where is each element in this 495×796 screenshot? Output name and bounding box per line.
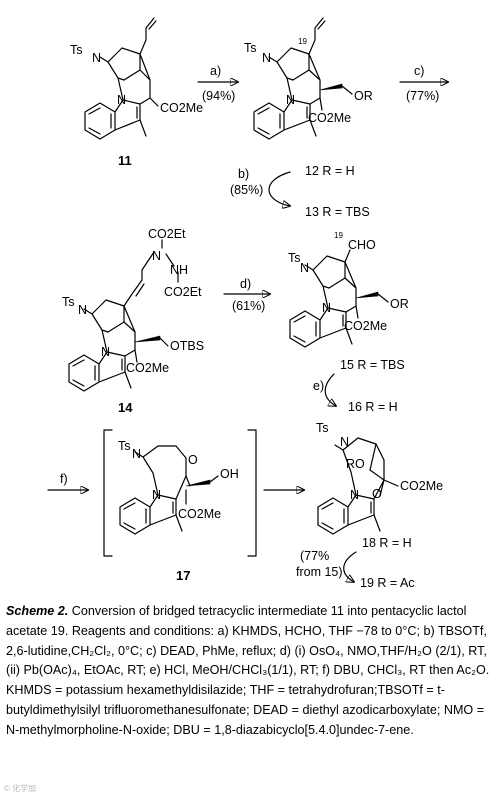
step-f-label: f) [60,472,68,486]
step-a-label: a) [210,64,221,78]
oh-label: OH [220,467,239,481]
n-label: N [340,435,349,449]
o-label: O [372,487,382,501]
n-indole-label: N [117,93,126,107]
product-15: 15 R = TBS [340,358,405,372]
compound-14: Ts N N CO2Et N NH CO2Et OTBS CO2Me 14 [62,227,204,415]
ro-label: RO [346,457,365,471]
step-c-yield: (77%) [406,89,439,103]
reaction-scheme: Ts N N CO2Me 11 a) (94%) Ts N 19 N OR CO… [47,17,495,590]
arrow-step-e [324,373,336,406]
yield-18-19-line2: from 15) [296,565,343,579]
n-label: N [78,303,87,317]
product-16: 16 R = H [348,400,398,414]
watermark-text: © 化学加 [4,784,37,793]
compound-label-11: 11 [118,153,132,168]
bracket-left [103,429,113,557]
step-b-label: b) [238,167,249,181]
step-a-yield: (94%) [202,89,235,103]
compound-18-19: Ts N RO N O CO2Me [316,421,443,535]
step-d-label: d) [240,277,251,291]
n-indole-label: N [286,93,295,107]
product-18: 18 R = H [362,536,412,550]
scheme-caption: Scheme 2. Conversion of bridged tetracyc… [6,602,490,741]
bracket-right [247,429,257,557]
ester-label: CO2Me [400,479,443,493]
arrow-step-b [268,171,290,206]
co2et-bottom-label: CO2Et [164,285,202,299]
step-e-label: e) [313,379,324,393]
caption-title: Scheme 2. [6,604,69,618]
ester-label: CO2Me [160,101,203,115]
n-indole-label: N [350,488,359,502]
n-label: N [132,447,141,461]
compound-11: Ts N N CO2Me 11 [70,17,203,168]
n-indole-label: N [101,345,110,359]
ts-label: Ts [316,421,329,435]
ts-label: Ts [244,41,257,55]
or-label: OR [354,89,373,103]
caption-text: Conversion of bridged tetracyclic interm… [6,604,490,737]
c19-label: 19 [334,231,343,240]
ts-label: Ts [288,251,301,265]
arrow-step-18-19 [343,551,357,582]
step-b-yield: (85%) [230,183,263,197]
ester-label: CO2Me [126,361,169,375]
compound-label-17: 17 [176,568,190,583]
ts-label: Ts [118,439,131,453]
otbs-label: OTBS [170,339,204,353]
ester-label: CO2Me [178,507,221,521]
product-12: 12 R = H [305,164,355,178]
n-label: N [262,51,271,65]
compound-label-14: 14 [118,400,133,415]
cho-label: CHO [348,238,376,252]
o-label: O [188,453,198,467]
ts-label: Ts [70,43,83,57]
product-19: 19 R = Ac [360,576,415,590]
n-label: N [92,51,101,65]
step-c-label: c) [414,64,424,78]
compound-17: Ts N N O OH CO2Me 17 [118,439,239,583]
ester-label: CO2Me [344,319,387,333]
or-label: OR [390,297,409,311]
n-indole-label: N [322,301,331,315]
n-label: N [300,261,309,275]
compound-12-13: Ts N 19 N OR CO2Me [244,17,373,140]
step-d-yield: (61%) [232,299,265,313]
co2et-top-label: CO2Et [148,227,186,241]
product-13: 13 R = TBS [305,205,370,219]
c19-label: 19 [298,37,307,46]
yield-18-19-line1: (77% [300,549,329,563]
nh-label: NH [170,263,188,277]
n-indole-label: N [152,488,161,502]
ts-label: Ts [62,295,75,309]
ester-label: CO2Me [308,111,351,125]
n-hydrazine-label: N [152,249,161,263]
compound-15-16: Ts N 19 CHO N OR CO2Me [288,231,409,348]
